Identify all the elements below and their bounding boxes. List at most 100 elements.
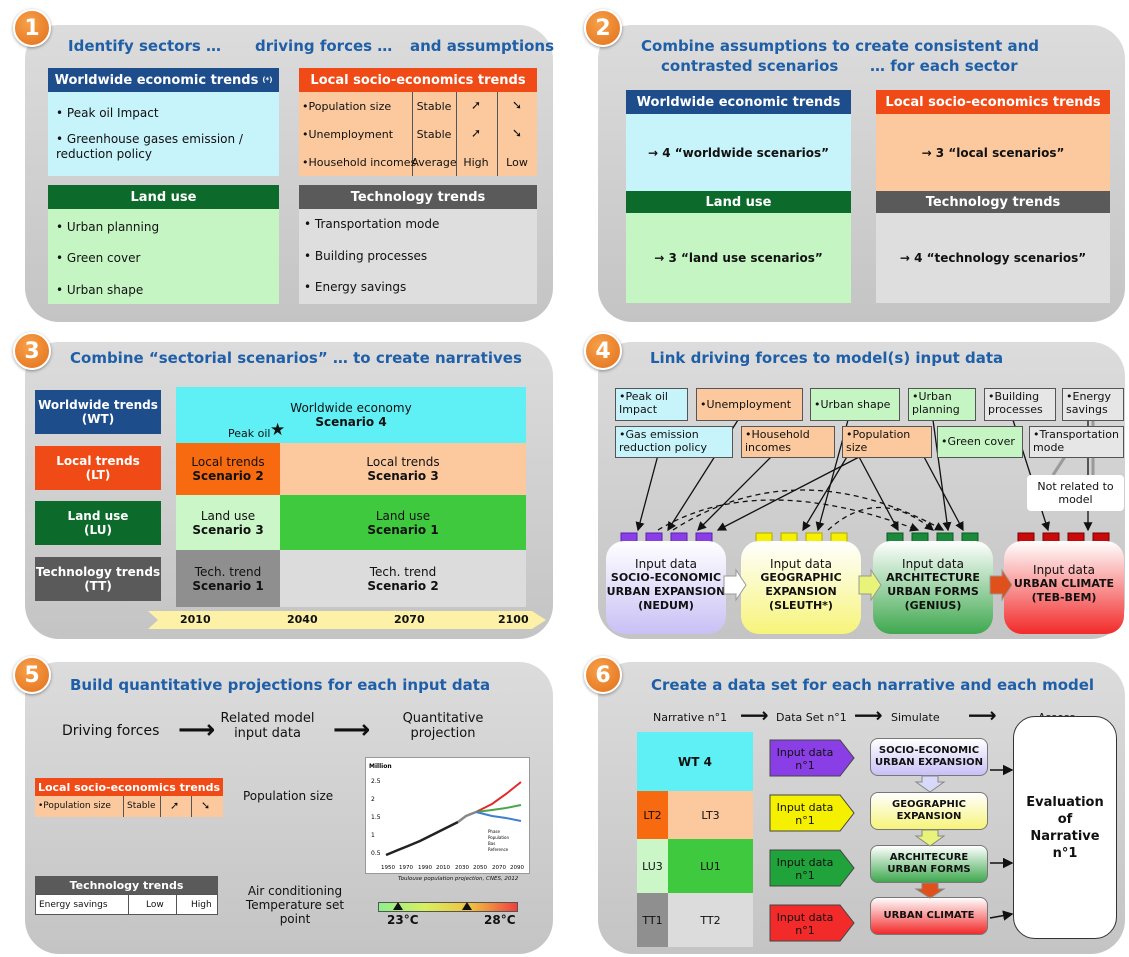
lu3-cell: LU3: [637, 839, 668, 893]
lt3-cell: LT3: [668, 791, 753, 839]
temp-23-label: 23°C: [387, 913, 419, 927]
land-use-item: • Urban shape: [56, 283, 144, 297]
land-use-header: Land use: [48, 185, 279, 209]
panel-6-title: Create a data set for each narrative and…: [651, 676, 1095, 694]
chip-energy-savings: •Energy savings: [1062, 388, 1124, 421]
right-arrow-icon: ⟶: [854, 703, 883, 727]
land-use-item: • Urban planning: [56, 220, 160, 234]
central-series-line: [475, 804, 522, 813]
chip-transportation-mode: •Transportation mode: [1029, 426, 1124, 458]
local-cell: High: [463, 156, 489, 169]
driving-force-links: [635, 419, 1095, 532]
input-data-tag: Input data n°1: [776, 746, 834, 772]
up-arrow-icon: ➚: [470, 126, 482, 140]
chip-building-processes: •Building processes: [984, 388, 1056, 421]
p2-land-use-header: Land use: [626, 191, 851, 213]
historic-series-line: [385, 820, 459, 857]
population-chart: Million 2.5 2 1.5 1 0.5 1950 1970 1990 2…: [365, 757, 530, 874]
land-use-body: [48, 209, 279, 304]
timeline-year: 2040: [287, 613, 318, 626]
tech-trends-body: [299, 209, 537, 304]
chart-unit: Million: [369, 763, 392, 770]
p2-tech-header: Technology trends: [876, 191, 1110, 213]
y-tick: 0.5: [371, 850, 381, 857]
chip-population-size: •Population size: [842, 426, 932, 458]
local-row-label: •Household incomes: [302, 156, 417, 169]
lt2-cell: LT2: [637, 791, 668, 839]
related-model-label: Related model input data: [220, 711, 315, 741]
tech-trends-header: Technology trends: [299, 185, 537, 209]
input-data-tag: Input data n°1: [776, 856, 834, 882]
p2-local-body: → 3 “local scenarios”: [876, 114, 1110, 191]
local-cell: Stable: [416, 100, 452, 113]
projection-past-line: [457, 810, 477, 823]
land-use-item: • Green cover: [56, 251, 141, 265]
y-tick: 1.5: [371, 814, 381, 821]
local-cell: Low: [506, 156, 528, 169]
x-tick: 2070: [492, 865, 506, 871]
sim-socio-economic: SOCIO-ECONOMIC URBAN EXPANSION: [870, 738, 988, 776]
p5-local-header: Local socio-economics trends: [35, 778, 223, 796]
legend-label: Population: [488, 835, 509, 840]
local-row-label: •Population size: [302, 100, 392, 113]
p5-tech-header: Technology trends: [35, 876, 218, 894]
down-arrow-icon: ➘: [201, 799, 211, 812]
down-arrow-icon: ➘: [511, 98, 523, 112]
worldwide-trends-header: Worldwide economic trends(*): [48, 68, 279, 92]
input-data-tags: [769, 739, 855, 942]
row-label-lu: Land use(LU): [35, 501, 161, 545]
right-arrow-icon: ⟶: [178, 715, 216, 745]
right-arrow-icon: ⟶: [333, 715, 371, 745]
right-arrow-icon: ⟶: [740, 703, 769, 727]
tt2-cell: TT2: [668, 893, 753, 947]
quantitative-projection-label: Quantitative projection: [402, 711, 484, 741]
up-arrow-icon: ➚: [470, 98, 482, 112]
chip-green-cover: •Green cover: [937, 426, 1023, 458]
tech-item: • Building processes: [304, 249, 428, 263]
chip-urban-planning: •Urban planning: [908, 388, 976, 421]
local-cell: Stable: [416, 128, 452, 141]
marker-triangle-icon: [462, 902, 472, 910]
sim-urban-climate: URBAN CLIMATE: [870, 897, 988, 935]
p5-local-row: •Population size Stable ➚ ➘: [35, 796, 223, 817]
step-badge-5: 5: [13, 656, 51, 694]
p2-worldwide-body: → 4 “worldwide scenarios”: [626, 114, 851, 191]
chip-gas-emission: •Gas emission reduction policy: [615, 426, 733, 458]
panel-3-title: Combine “sectorial scenarios” … to creat…: [70, 349, 522, 367]
worldwide-item: • Greenhouse gases emission / reduction …: [56, 132, 243, 161]
peak-oil-label: Peak oil: [228, 427, 271, 440]
step-badge-1: 1: [13, 9, 51, 47]
legend-label: Reference: [488, 847, 509, 852]
input-data-tag: Input data n°1: [776, 801, 834, 827]
step-badge-2: 2: [584, 9, 622, 47]
step-badge-4: 4: [584, 332, 622, 370]
timeline-year: 2100: [498, 613, 529, 626]
assess-arrows: [989, 764, 1014, 921]
chip-unemployment: •Unemployment: [696, 388, 803, 421]
down-arrow-icon: ➘: [511, 126, 523, 140]
timeline-year: 2010: [180, 613, 211, 626]
right-arrow-icon: ⟶: [968, 703, 997, 727]
worldwide-item: • Peak oil Impact: [56, 106, 159, 120]
low-series-line: [475, 811, 522, 822]
local-cell: Average: [411, 156, 457, 169]
panel-2-title-c: … for each sector: [870, 57, 1018, 75]
timeline-arrow: [148, 611, 546, 629]
step-badge-6: 6: [584, 656, 622, 694]
population-size-label: Population size: [243, 789, 334, 803]
y-tick: 2.5: [371, 778, 381, 785]
high-series-line: [475, 781, 522, 813]
x-tick: 2050: [473, 865, 487, 871]
model-chain-arrows: [723, 568, 1012, 602]
sim-architecture: ARCHITECURE URBAN FORMS: [870, 845, 988, 883]
narrative-label: Narrative n°1: [653, 711, 728, 724]
tech-item: • Transportation mode: [304, 217, 440, 231]
